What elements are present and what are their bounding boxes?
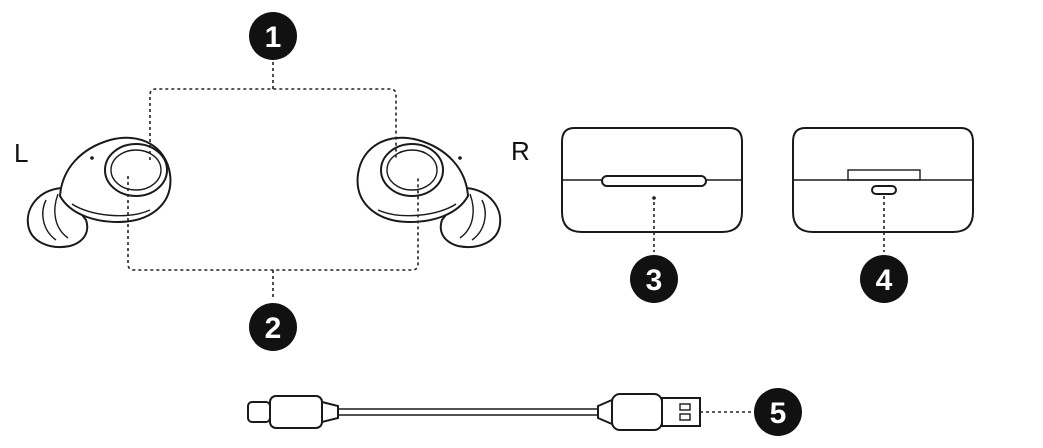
- callout-1-number: 1: [265, 21, 282, 54]
- callout-2-leader: [127, 176, 419, 300]
- right-earbud-label: R: [511, 136, 530, 166]
- callout-5-badge: 5: [754, 388, 802, 436]
- callout-5-number: 5: [770, 397, 787, 430]
- callout-2-badge: 2: [249, 303, 297, 351]
- callout-4-badge: 4: [860, 255, 908, 303]
- left-earbud-label: L: [14, 138, 29, 168]
- callout-2-number: 2: [265, 312, 282, 345]
- callout-1-leader: [149, 62, 397, 160]
- left-earbud: [26, 136, 172, 248]
- callout-4-number: 4: [876, 264, 893, 297]
- usb-cable: [247, 393, 701, 431]
- callout-3-badge: 3: [630, 255, 678, 303]
- callout-1-badge: 1: [249, 12, 297, 60]
- callout-3-number: 3: [646, 264, 663, 297]
- charging-case-front: [561, 127, 743, 233]
- charging-case-back: [792, 127, 974, 233]
- right-earbud: [356, 136, 502, 248]
